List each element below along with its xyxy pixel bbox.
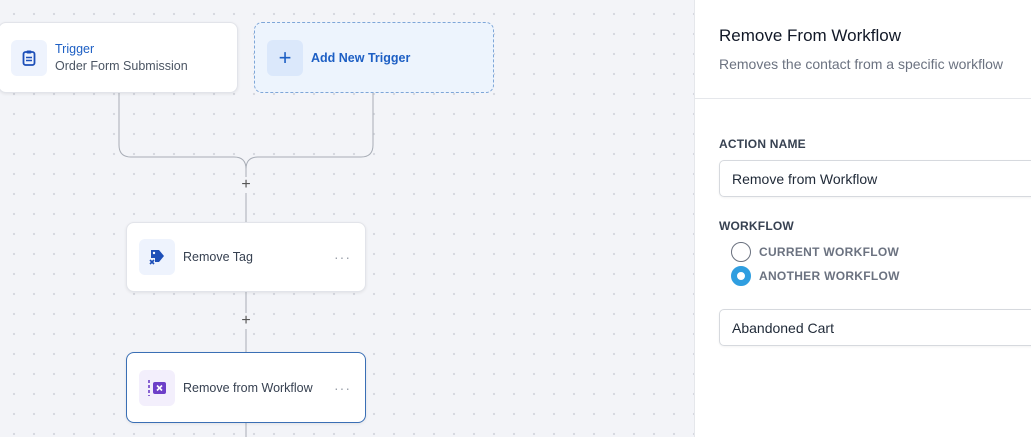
action-label: Remove Tag (183, 250, 253, 264)
action-card-remove-from-workflow[interactable]: Remove from Workflow ··· (126, 352, 366, 423)
more-options-button[interactable]: ··· (334, 379, 351, 396)
action-settings-panel: Remove From Workflow Removes the contact… (694, 0, 1031, 437)
add-step-button[interactable]: + (239, 313, 253, 329)
trigger-subtitle: Order Form Submission (55, 59, 188, 73)
trigger-title: Trigger (55, 42, 95, 56)
workflow-canvas[interactable]: + + Trigger Order Form Submission + Add … (0, 0, 694, 437)
radio-button[interactable] (731, 242, 751, 262)
panel-title: Remove From Workflow (719, 26, 901, 45)
workflow-remove-icon (139, 369, 175, 406)
plus-icon: + (267, 39, 303, 76)
divider (695, 98, 1031, 99)
radio-label: ANOTHER WORKFLOW (759, 269, 900, 283)
radio-another-workflow[interactable]: ANOTHER WORKFLOW (731, 266, 900, 286)
radio-label: CURRENT WORKFLOW (759, 245, 900, 259)
more-options-button[interactable]: ··· (334, 249, 351, 265)
action-name-input[interactable]: Remove from Workflow (719, 160, 1031, 197)
tag-remove-icon (139, 239, 175, 275)
action-name-label: ACTION NAME (719, 137, 806, 151)
workflow-label: WORKFLOW (719, 219, 794, 233)
radio-current-workflow[interactable]: CURRENT WORKFLOW (731, 242, 899, 262)
add-step-button[interactable]: + (239, 177, 253, 193)
add-new-trigger-label: Add New Trigger (311, 50, 411, 65)
radio-button[interactable] (731, 266, 751, 286)
action-label: Remove from Workflow (183, 380, 313, 395)
panel-subtitle: Removes the contact from a specific work… (719, 56, 1003, 72)
action-card-remove-tag[interactable]: Remove Tag ··· (126, 222, 366, 292)
workflow-select[interactable]: Abandoned Cart (719, 309, 1031, 346)
clipboard-icon (11, 39, 47, 76)
add-new-trigger-button[interactable]: + Add New Trigger (254, 22, 494, 93)
trigger-card[interactable]: Trigger Order Form Submission (0, 22, 238, 93)
